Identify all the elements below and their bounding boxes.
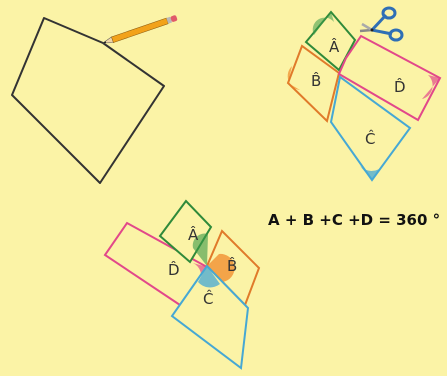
reassembled-label-d: D̂ xyxy=(168,260,180,279)
angle-sum-equation: A + B +C +D = 360 ° xyxy=(268,211,441,229)
reassembled-c: Ĉ xyxy=(170,264,250,370)
reassembled-b: B̂ xyxy=(205,229,261,307)
reassembled-label-c: Ĉ xyxy=(203,289,213,308)
piece-d: D̂ xyxy=(337,34,442,122)
piece-a: Â xyxy=(304,10,357,72)
label-d: D̂ xyxy=(394,77,406,96)
pencil-icon xyxy=(102,15,178,44)
label-a: Â xyxy=(329,37,340,56)
reassembled-a: Â xyxy=(158,199,213,266)
scissors-icon xyxy=(359,6,404,42)
cut-pieces: Â B̂ D̂ Ĉ xyxy=(286,10,442,182)
label-b: B̂ xyxy=(311,71,321,90)
drawn-quadrilateral xyxy=(11,17,165,184)
piece-c: Ĉ xyxy=(329,75,412,182)
reassembled-pieces: D̂ Â B̂ Ĉ xyxy=(103,199,261,370)
reassembled-label-b: B̂ xyxy=(227,256,237,275)
piece-b: B̂ xyxy=(286,44,341,123)
reassembled-label-a: Â xyxy=(188,225,199,244)
label-c: Ĉ xyxy=(365,129,375,148)
